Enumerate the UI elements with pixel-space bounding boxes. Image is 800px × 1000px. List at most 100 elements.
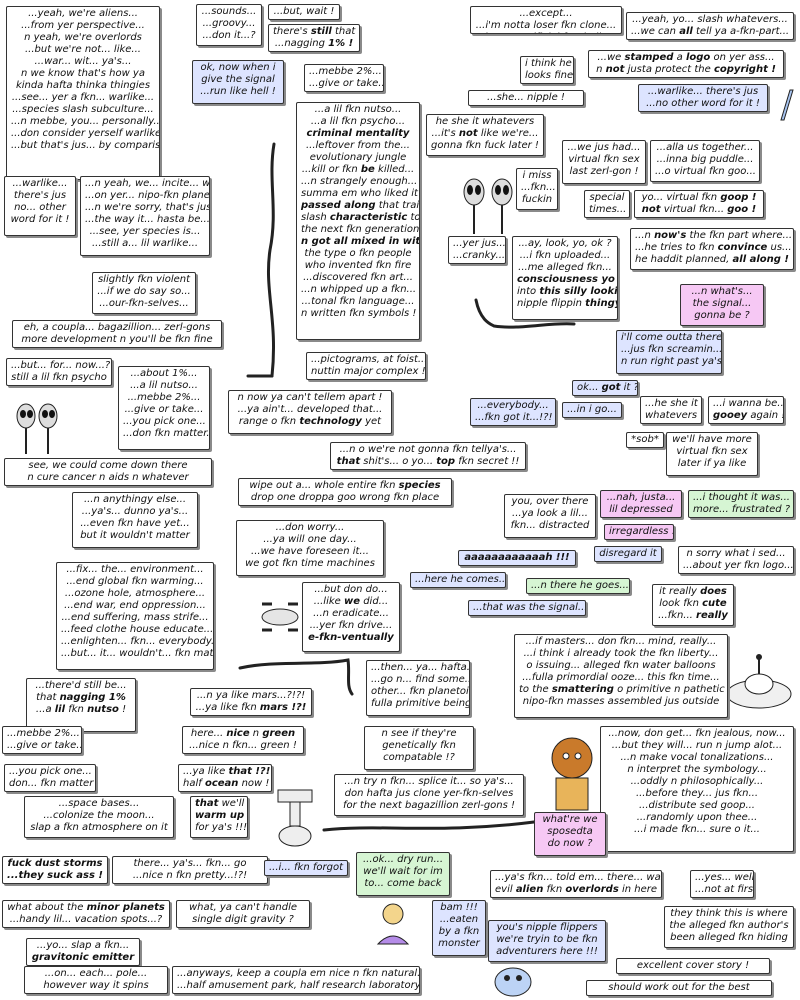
- speech-bubble: ...there'd still be... that nagging 1% .…: [26, 678, 136, 732]
- speech-bubble: it really does look fkn cute ...fkn... r…: [652, 584, 734, 626]
- speech-bubble: ...but... for... now...? still a lil fkn…: [6, 358, 112, 386]
- speech-bubble: ...here he comes...: [410, 572, 506, 588]
- speech-bubble: there... ya's... fkn... go ...nice n fkn…: [112, 856, 268, 884]
- speech-bubble: ...yeah, we're aliens... ...from yer per…: [6, 6, 160, 180]
- meditating-figure: [376, 903, 410, 945]
- speech-bubble: ...space bases... ...colonize the moon..…: [24, 796, 174, 838]
- speech-bubble: ...yo... slap a fkn... gravitonic emitte…: [26, 938, 140, 966]
- speech-bubble: ...n what's... the signal... gonna be ?: [680, 284, 764, 326]
- speech-bubble: ...now, don get... fkn jealous, now... .…: [600, 726, 794, 852]
- speech-bubble: ...everybody... ...fkn got it...!?!: [470, 398, 556, 426]
- speech-bubble: ...i... fkn forgot: [264, 860, 348, 876]
- speech-bubble: eh, a coupla... bagazillion... zerl-gons…: [12, 320, 222, 348]
- speech-bubble: n now ya can't tellem apart ! ...ya ain'…: [228, 390, 392, 434]
- speech-bubble: special times...: [584, 190, 630, 218]
- speech-bubble: ...about 1%... ...a lil nutso... ...mebb…: [118, 366, 210, 450]
- speech-bubble: ...if masters... don fkn... mind, really…: [514, 634, 728, 718]
- speech-bubble: ...but, wait !: [268, 4, 340, 20]
- speech-bubble: ...then... ya... hafta... ...go n... fin…: [366, 660, 470, 716]
- speech-bubble: ...anyways, keep a coupla em nice n fkn …: [172, 966, 420, 994]
- speech-bubble: we'll have more virtual fkn sex later if…: [666, 432, 758, 476]
- speech-bubble: ...on... each... pole... however way it …: [24, 966, 168, 994]
- speech-bubble: i'll come outta there ...jus fkn screami…: [616, 330, 722, 374]
- speech-bubble: ...ok... dry run... we'll wait for im to…: [356, 852, 450, 896]
- speech-bubble: ...yeah, yo... slash whatevers... ...we …: [626, 12, 794, 40]
- speech-bubble: ...sounds... ...groovy... ...don it...?: [196, 4, 262, 46]
- speech-bubble: ...except... ...i'm notta loser fkn clon…: [470, 6, 622, 34]
- speech-bubble: yo... virtual fkn goop ! not virtual fkn…: [634, 190, 764, 218]
- speech-bubble: ok... got it ?: [572, 380, 638, 396]
- speech-bubble: ...n now's the fkn part where... ...he t…: [630, 228, 794, 270]
- speech-bubble: ok, now when i give the signal ...run li…: [192, 60, 284, 104]
- thorn-vine-middle-ornament: [474, 298, 576, 329]
- gadget-figure: [277, 789, 313, 847]
- speech-bubble: ...she... nipple !: [468, 90, 584, 106]
- speech-bubble: that we'll warm up for ya's !!!: [190, 796, 248, 838]
- speech-bubble: there's still that ...nagging 1% !: [268, 24, 360, 52]
- speech-bubble: ...n try n fkn... splice it... so ya's..…: [334, 774, 524, 816]
- speech-bubble: ...yes... well... ...not at first...: [690, 870, 754, 898]
- speech-bubble: what're we sposedta do now ?: [534, 812, 606, 856]
- speech-bubble: ...he she it whatevers: [640, 396, 702, 424]
- thorn-vine-bottom-ornament: [322, 820, 536, 832]
- speech-bubble: n see if they're genetically fkn compata…: [364, 726, 474, 770]
- speech-bubble: ...yer jus... ...cranky...: [448, 236, 506, 264]
- speech-bubble: ...warlike... there's jus ...no other wo…: [638, 84, 768, 112]
- speech-bubble: here... nice n green ...nice n fkn... gr…: [182, 726, 304, 754]
- speech-bubble: ...n there he goes...: [526, 578, 630, 594]
- speech-bubble: ...n ya like mars...?!?! ...ya like fkn …: [190, 688, 312, 716]
- speech-bubble: what, ya can't handle single digit gravi…: [176, 900, 310, 928]
- speech-bubble: ...but don do... ...like we did... ...n …: [302, 582, 400, 652]
- speech-bubble: wipe out a... whole entire fkn species d…: [238, 478, 452, 506]
- speech-bubble: n sorry what i sed... ...about yer fkn l…: [678, 546, 794, 574]
- blob-monster-figure: [494, 967, 532, 997]
- speech-bubble: ...n yeah, we... incite... war... ...on …: [80, 176, 210, 256]
- speech-bubble: i miss ...fkn... fuckin: [516, 168, 558, 210]
- speech-bubble: ...pictograms, at foist... nuttin major …: [306, 352, 426, 380]
- speech-bubble: ...that was the signal...: [468, 600, 586, 616]
- speech-bubble: ...you pick one... don... fkn matter: [4, 764, 96, 792]
- speech-bubble: ...ya like that !?! half ocean now !: [178, 764, 272, 792]
- thorn-vine-left-ornament: [246, 142, 276, 378]
- speech-bubble: ...in i go...: [562, 402, 622, 418]
- speech-bubble: i think he looks fine: [520, 56, 574, 84]
- speech-bubble: ...mebbe 2%... ...give or take...: [304, 64, 384, 92]
- parallelogram-figure: [780, 89, 794, 121]
- speech-bubble: irregardless !: [604, 524, 674, 540]
- speech-bubble: ...warlike... there's jus no... other wo…: [4, 176, 76, 236]
- speech-bubble: bam !!! ...eaten by a fkn monster: [432, 900, 486, 956]
- speech-bubble: excellent cover story !: [616, 958, 770, 974]
- speech-bubble: ...ya's fkn... told em... there... was..…: [490, 870, 662, 898]
- alien-pair-left-figure: [16, 403, 58, 454]
- speech-bubble: ...i wanna be... gooey again !: [708, 396, 784, 424]
- speech-bubble: should work out for the best: [586, 980, 772, 996]
- speech-bubble: ...i thought it was... more... frustrate…: [688, 490, 794, 518]
- speech-bubble: ...we stamped a logo on yer ass... n not…: [588, 50, 784, 78]
- speech-bubble: ...n anythingy else... ...ya's... dunno …: [72, 492, 198, 548]
- alien-pair-figure: [463, 178, 513, 234]
- speech-bubble: fuck dust storms ...they suck ass !: [2, 856, 108, 884]
- speech-bubble: ...fix... the... environment... ...end g…: [56, 562, 214, 670]
- speech-bubble: he she it whatevers ...it's not like we'…: [426, 114, 544, 156]
- speech-bubble: slightly fkn violent ...if we do say so.…: [92, 272, 196, 314]
- speech-bubble: *sob*: [626, 432, 664, 448]
- speech-bubble: ...don worry... ...ya will one day... ..…: [236, 520, 384, 576]
- saucer-figure: [726, 654, 792, 709]
- caveman-figure: [551, 737, 593, 811]
- speech-bubble: you, over there ...ya look a lil... fkn.…: [504, 494, 596, 538]
- speech-bubble: disregard it: [594, 546, 662, 562]
- speech-bubble: ...alla us together... ...inna big puddl…: [650, 140, 760, 182]
- speech-bubble: ...nah, justa... lil depressed: [600, 490, 682, 518]
- speech-bubble: they think this is where the alleged fkn…: [664, 906, 794, 948]
- thorn-vine-center-ornament: [238, 658, 354, 696]
- speech-bubble: ...mebbe 2%... ...give or take...: [2, 726, 82, 754]
- speech-bubble: ...ay, look, yo, ok ? ...i fkn uploaded.…: [512, 236, 618, 320]
- speech-bubble: ...a lil fkn nutso... ...a lil fkn psych…: [296, 102, 420, 340]
- speech-bubble: you's nipple flippers we're tryin to be …: [488, 920, 606, 962]
- spaceship-figure: [261, 602, 299, 632]
- speech-bubble: see, we could come down there n cure can…: [4, 458, 212, 486]
- speech-bubble: what about the minor planets ...handy li…: [2, 900, 170, 928]
- speech-bubble: ...n o we're not gonna fkn tellya's... t…: [330, 442, 526, 470]
- speech-bubble: aaaaaaaaaaaah !!!: [458, 550, 576, 566]
- speech-bubble: ...we jus had... virtual fkn sex last ze…: [562, 140, 646, 184]
